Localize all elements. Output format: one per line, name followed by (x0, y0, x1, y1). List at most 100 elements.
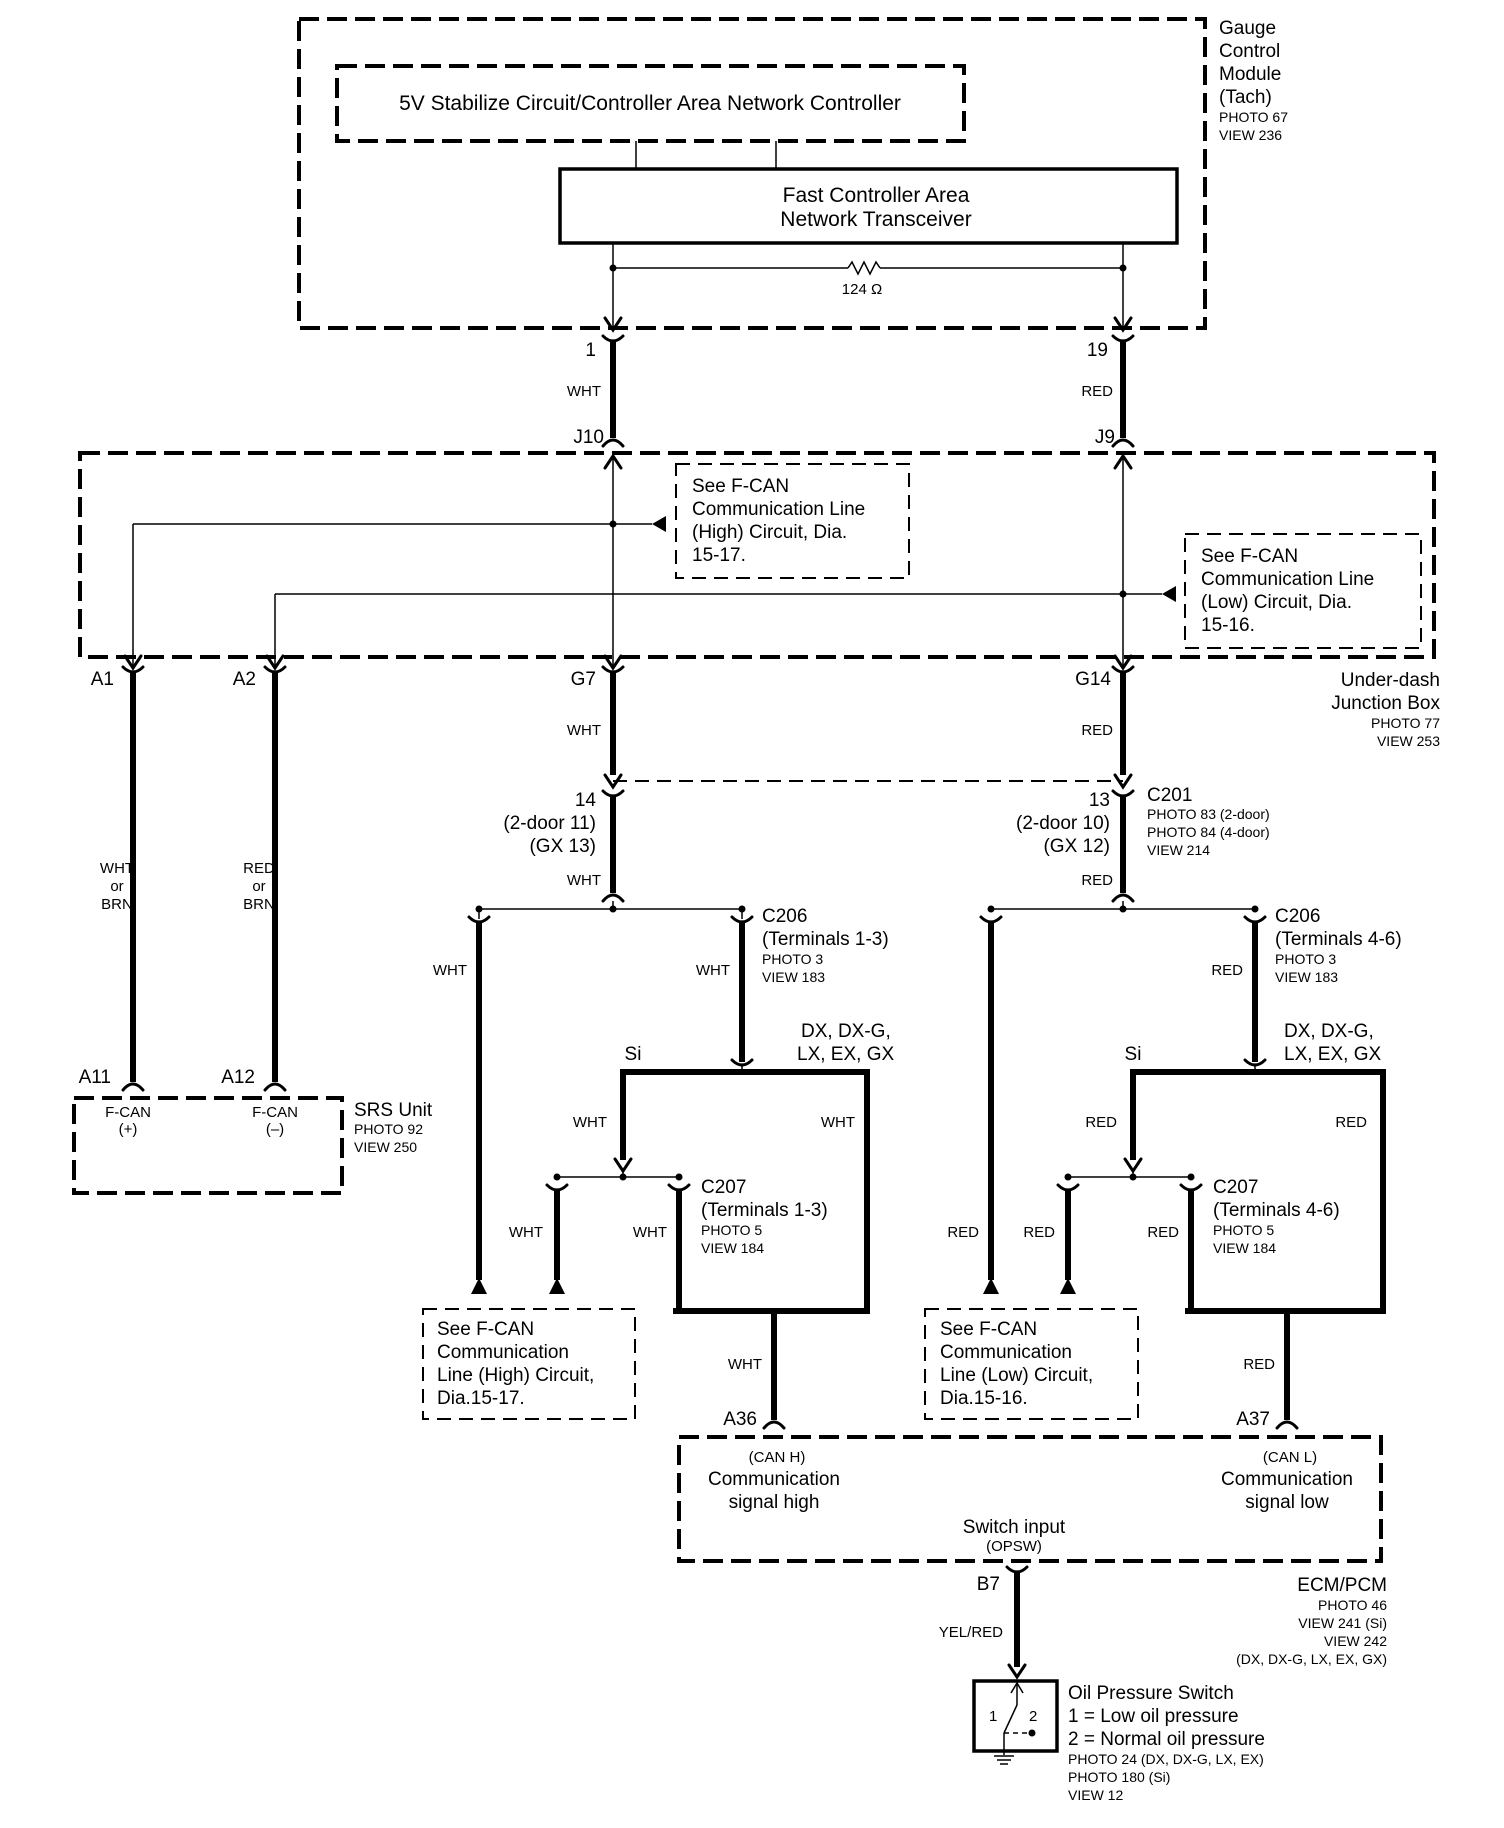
wire-red-c207-right: RED (1147, 1224, 1179, 1241)
srs-ref-1: PHOTO 92 (354, 1121, 423, 1137)
srs-title: SRS Unit (354, 1100, 433, 1121)
wire-wht-c207-right: WHT (633, 1224, 667, 1241)
pin-a1: A1 (91, 669, 114, 690)
c201-ref-1: PHOTO 83 (2-door) (1147, 806, 1270, 822)
c206-low-name: C206 (1275, 906, 1320, 927)
wire-red-or-brn-2: or (252, 878, 265, 895)
pin-14-3: (GX 13) (529, 836, 596, 857)
ecm-outline (677, 1435, 1383, 1563)
gauge-ref-1: PHOTO 67 (1219, 109, 1288, 125)
ecm-ref-2: VIEW 241 (Si) (1298, 1615, 1387, 1631)
see-low-1: See F-CAN (1201, 546, 1298, 567)
see-low-bottom-3: Line (Low) Circuit, (940, 1365, 1093, 1386)
srs-fcan-pos-2: (+) (119, 1121, 138, 1138)
oil-switch-ref-3: VIEW 12 (1068, 1787, 1123, 1803)
c207-high-name: C207 (701, 1177, 746, 1198)
see-low-bottom-box (924, 1308, 1139, 1420)
trim-others-low-1: DX, DX-G, (1284, 1021, 1374, 1042)
wire-color-red-1: RED (1081, 383, 1113, 400)
see-low-4: 15-16. (1201, 615, 1255, 636)
oil-switch-box (972, 1679, 1059, 1753)
ecm-ref-1: PHOTO 46 (1318, 1597, 1387, 1613)
c206-low-ref-1: PHOTO 3 (1275, 951, 1336, 967)
pin-19: 19 (1087, 340, 1108, 361)
gauge-title-2: Control (1219, 41, 1280, 62)
see-low-bottom-1: See F-CAN (940, 1319, 1037, 1340)
wire-wht-or-brn-1: WHT (100, 860, 134, 877)
see-high-box (675, 463, 910, 579)
oil-switch-legend-2: 2 = Normal oil pressure (1068, 1729, 1265, 1750)
transceiver-label-1: Fast Controller Area (783, 184, 970, 207)
pin-a12: A12 (221, 1067, 255, 1088)
c207-low-ref-1: PHOTO 5 (1213, 1222, 1274, 1238)
c207-high-terms: (Terminals 1-3) (701, 1200, 828, 1221)
see-high-bottom-4: Dia.15-17. (437, 1388, 525, 1409)
pin-13-2: (2-door 10) (1016, 813, 1110, 834)
wire-wht-c206: WHT (696, 962, 730, 979)
wire-red-c206: RED (1211, 962, 1243, 979)
wire-wht-g7: WHT (567, 722, 601, 739)
pin-a2: A2 (233, 669, 256, 690)
ecm-opsw: (OPSW) (986, 1538, 1042, 1555)
gauge-module-outline (297, 17, 1207, 330)
c207-low-ref-2: VIEW 184 (1213, 1240, 1276, 1256)
stabilize-circuit-box (335, 64, 966, 143)
wire-wht-14: WHT (567, 872, 601, 889)
c206-low-ref-2: VIEW 183 (1275, 969, 1338, 985)
srs-wires: WHT or BRN RED or BRN A11 A12 (79, 673, 287, 1092)
srs-fcan-pos-1: F-CAN (105, 1104, 151, 1121)
see-high-bottom-3: Line (High) Circuit, (437, 1365, 594, 1386)
gauge-output-wires: 1 19 WHT RED J10 J9 (567, 334, 1135, 448)
c206-high-name: C206 (762, 906, 807, 927)
see-high-bottom-2: Communication (437, 1342, 569, 1363)
c206-low-terms: (Terminals 4-6) (1275, 929, 1402, 950)
wire-wht-or-brn-3: BRN (101, 896, 133, 913)
pin-a36: A36 (723, 1409, 757, 1430)
pin-g7: G7 (571, 669, 596, 690)
wire-red-or-brn-1: RED (243, 860, 275, 877)
see-low-box (1184, 533, 1422, 649)
wire-wht-si: WHT (573, 1114, 607, 1131)
ecm-can-h: (CAN H) (749, 1449, 806, 1466)
oil-switch-ref-1: PHOTO 24 (DX, DX-G, LX, EX) (1068, 1751, 1264, 1767)
ecm-comm-high-2: signal high (729, 1492, 820, 1513)
pin-a11: A11 (79, 1067, 111, 1088)
wire-wht-or-brn-2: or (110, 878, 123, 895)
c207-low-name: C207 (1213, 1177, 1258, 1198)
oil-switch-legend-1: 1 = Low oil pressure (1068, 1706, 1239, 1727)
c207-low-terms: (Terminals 4-6) (1213, 1200, 1340, 1221)
pin-b7: B7 (977, 1574, 1000, 1595)
srs-fcan-neg-2: (–) (266, 1121, 284, 1138)
ecm-pcm: (CAN H) Communication signal high (CAN L… (677, 1435, 1387, 1667)
srs-ref-2: VIEW 250 (354, 1139, 417, 1155)
c201-name: C201 (1147, 785, 1192, 806)
wire-red-c207-left: RED (1023, 1224, 1055, 1241)
wire-red-left: RED (947, 1224, 979, 1241)
wire-red-dx: RED (1335, 1114, 1367, 1131)
ecm-ref-3: VIEW 242 (1324, 1633, 1387, 1649)
pin-14-2: (2-door 11) (503, 813, 596, 834)
junction-ref-2: VIEW 253 (1377, 733, 1440, 749)
trim-si-high: Si (625, 1044, 642, 1065)
wire-wht-a36: WHT (728, 1356, 762, 1373)
junction-title-1: Under-dash (1341, 670, 1440, 691)
wire-wht-dx: WHT (821, 1114, 855, 1131)
resistor-symbol (847, 260, 881, 276)
oil-switch-ref-2: PHOTO 180 (Si) (1068, 1769, 1170, 1785)
oil-switch-title: Oil Pressure Switch (1068, 1683, 1234, 1704)
trim-others-high-2: LX, EX, GX (797, 1044, 894, 1065)
pin-13-3: (GX 12) (1043, 836, 1110, 857)
gauge-title-4: (Tach) (1219, 87, 1272, 108)
wire-color-wht-1: WHT (567, 383, 601, 400)
high-side-wiring: WHT 14 (2-door 11) (GX 13) WHT WHT WHT C… (422, 673, 1123, 1430)
junction-ref-1: PHOTO 77 (1371, 715, 1440, 731)
oil-switch-t1: 1 (989, 1708, 997, 1725)
srs-unit-outline (72, 1096, 344, 1195)
see-low-bottom-2: Communication (940, 1342, 1072, 1363)
oil-switch-wire: B7 YEL/RED (939, 1565, 1029, 1680)
ecm-title: ECM/PCM (1297, 1575, 1387, 1596)
junction-output-pins: A1 A2 G7 G14 (91, 665, 1135, 690)
see-low-bottom-4: Dia.15-16. (940, 1388, 1028, 1409)
srs-unit: F-CAN (+) F-CAN (–) SRS Unit PHOTO 92 VI… (72, 1096, 433, 1195)
